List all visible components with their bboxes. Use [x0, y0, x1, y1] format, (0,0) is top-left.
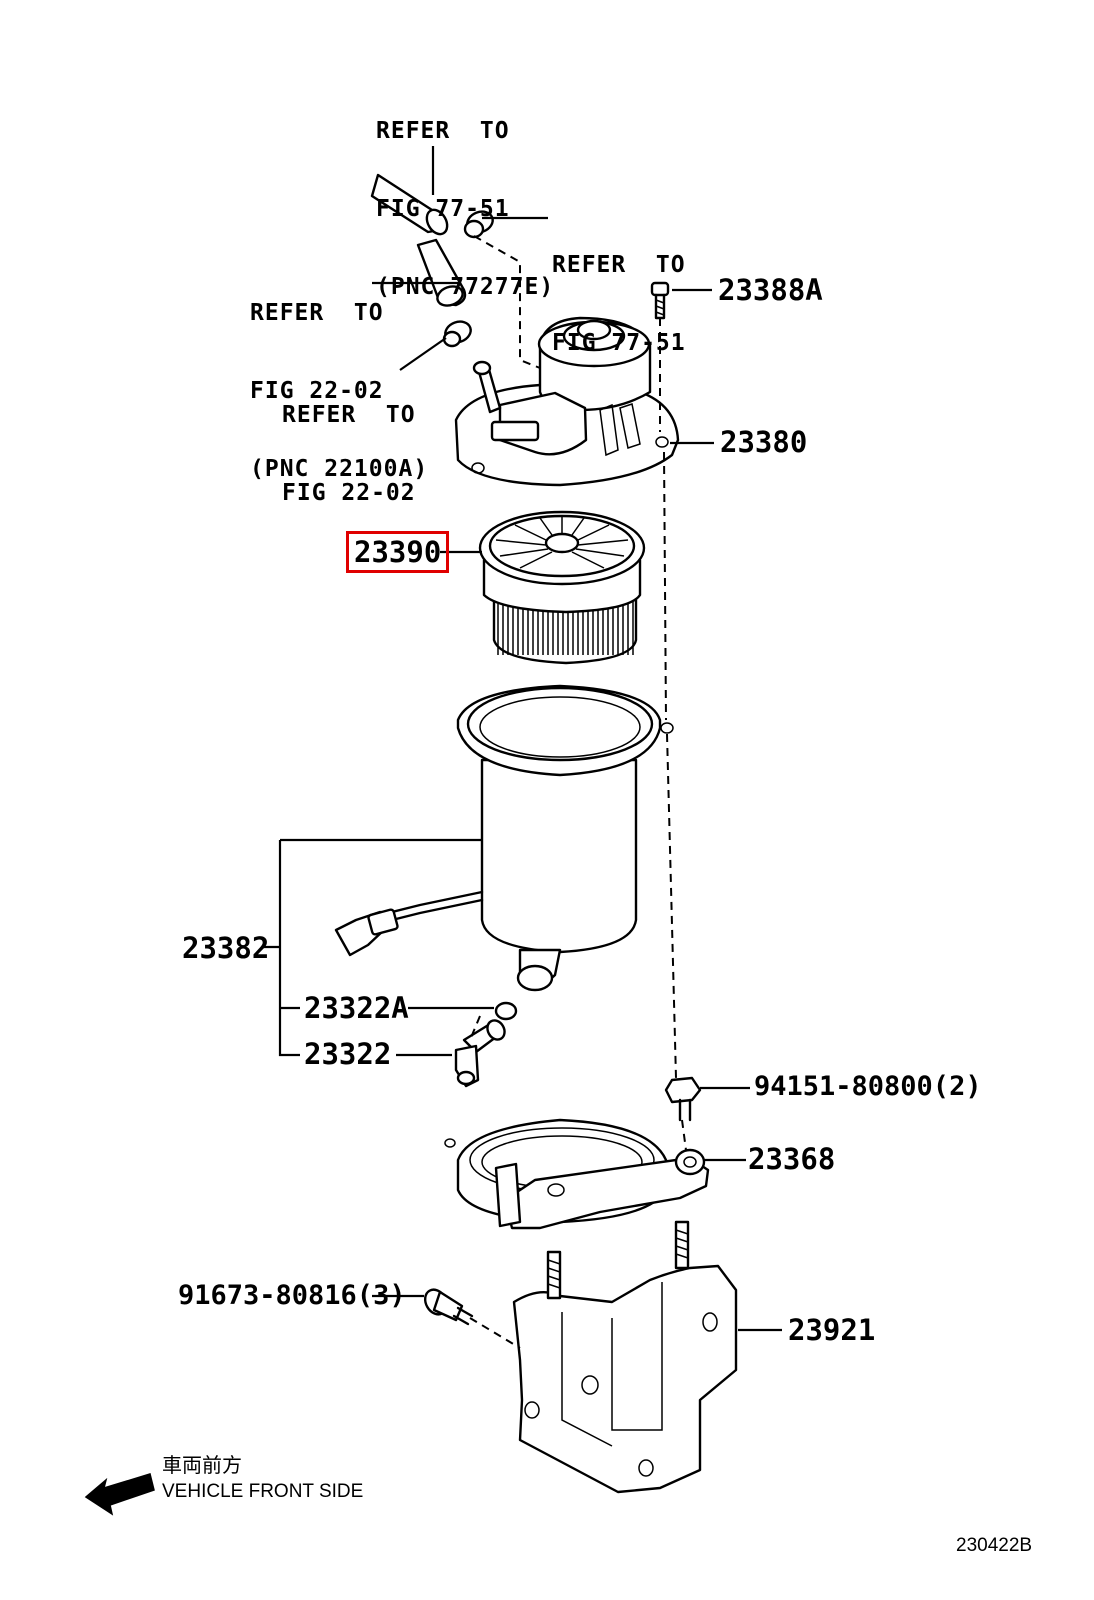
reference-fig-22-02: REFER TO FIG 22-02: [282, 350, 416, 532]
bracket-band-23368: [444, 1118, 710, 1230]
vehicle-front-label-jp: 車両前方: [162, 1455, 242, 1477]
part-label-23390-highlighted[interactable]: 23390: [346, 531, 450, 573]
part-label-23382[interactable]: 23382: [182, 931, 270, 965]
vehicle-front-arrow-icon: [84, 1473, 155, 1516]
part-label-23322A[interactable]: 23322A: [304, 991, 409, 1025]
reference-line: REFER TO: [376, 118, 510, 144]
reference-line: REFER TO: [552, 252, 686, 278]
reference-line: FIG 22-02: [282, 480, 416, 506]
bolt-94151-80800: [664, 1076, 702, 1122]
figure-code: 230422B: [956, 1535, 1033, 1556]
mount-bracket-23921: [512, 1220, 738, 1494]
o-ring-23322A: [494, 1001, 518, 1021]
reference-line: FIG 77-51: [552, 330, 686, 356]
filter-cap-23380: [454, 316, 680, 487]
reference-fig-22-02-pnc: REFER TO FIG 22-02 (PNC 22100A): [250, 248, 428, 508]
bolt-91673-80816: [423, 1288, 474, 1326]
reference-line: FIG 22-02: [250, 378, 384, 404]
reference-line: (PNC 77277E): [376, 274, 555, 300]
part-label-23388A[interactable]: 23388A: [718, 273, 823, 307]
part-label-23380[interactable]: 23380: [720, 425, 808, 459]
alignment-lines: [469, 235, 687, 1349]
reference-fig-77-51: REFER TO FIG 77-51: [552, 200, 686, 382]
bolt-23388A: [650, 281, 670, 320]
reference-line: REFER TO: [250, 300, 384, 326]
hose-clamp-lower: [442, 320, 472, 348]
reference-line: (PNC 22100A): [250, 456, 429, 482]
filter-case-23382: [334, 684, 674, 992]
part-label-23322[interactable]: 23322: [304, 1037, 392, 1071]
part-label-91673-80816[interactable]: 91673-80816(3): [178, 1280, 406, 1311]
fuel-hose-upper: [370, 173, 449, 236]
part-label-23368[interactable]: 23368: [748, 1142, 836, 1176]
part-label-94151-80800[interactable]: 94151-80800(2): [754, 1071, 982, 1102]
leader-lines: [264, 146, 782, 1332]
part-label-23921[interactable]: 23921: [788, 1313, 876, 1347]
water-sensor-23322: [454, 1019, 506, 1088]
vehicle-front-label-en: VEHICLE FRONT SIDE: [162, 1481, 364, 1502]
reference-fig-77-51-pnc: REFER TO FIG 77-51 (PNC 77277E): [376, 66, 554, 326]
reference-line: FIG 77-51: [376, 196, 510, 222]
fuel-hose-middle: [416, 238, 467, 307]
reference-line: REFER TO: [282, 402, 416, 428]
hose-clamp-upper: [463, 210, 494, 239]
filter-element-23390: [478, 510, 646, 665]
